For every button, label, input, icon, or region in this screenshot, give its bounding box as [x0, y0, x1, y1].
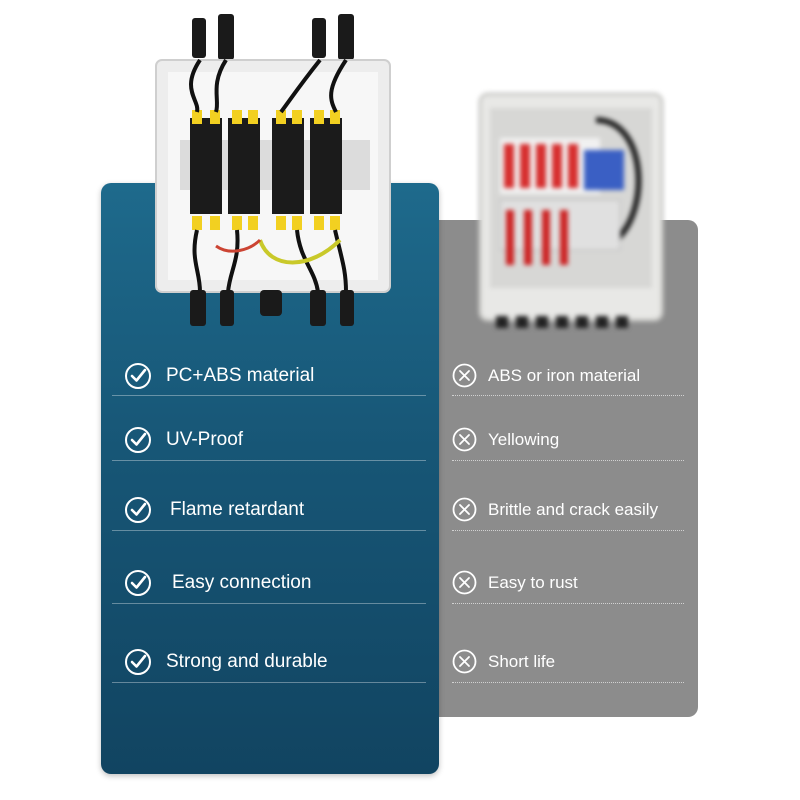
feature-label: PC+ABS material — [166, 365, 315, 386]
row-divider — [112, 682, 426, 683]
x-circle-icon — [452, 570, 477, 595]
check-circle-icon — [124, 569, 152, 597]
drawback-label: ABS or iron material — [488, 365, 641, 385]
feature-label: Easy connection — [172, 572, 312, 593]
row-divider — [452, 603, 684, 604]
feature-row: PC+ABS material — [124, 362, 314, 390]
x-circle-icon — [452, 497, 477, 522]
row-divider — [112, 603, 426, 604]
drawback-label: Yellowing — [488, 429, 560, 449]
drawback-row: Easy to rust — [452, 570, 578, 595]
row-divider — [112, 395, 426, 396]
x-circle-icon — [452, 427, 477, 452]
feature-label: Strong and durable — [166, 651, 328, 672]
row-divider — [112, 530, 426, 531]
drawback-row: Brittle and crack easily — [452, 497, 658, 522]
competitor-box-image — [478, 92, 664, 328]
drawback-label: Short life — [488, 651, 556, 671]
row-divider — [452, 530, 684, 531]
row-divider — [452, 395, 684, 396]
check-circle-icon — [124, 496, 152, 524]
check-circle-icon — [124, 648, 152, 676]
x-circle-icon — [452, 649, 477, 674]
row-divider — [112, 460, 426, 461]
feature-row: Flame retardant — [124, 496, 304, 524]
drawback-row: ABS or iron material — [452, 363, 640, 388]
feature-row: Strong and durable — [124, 648, 328, 676]
feature-label: Flame retardant — [170, 499, 305, 520]
drawback-row: Yellowing — [452, 427, 559, 452]
row-divider — [452, 682, 684, 683]
x-circle-icon — [452, 363, 477, 388]
check-circle-icon — [124, 426, 152, 454]
feature-label: UV-Proof — [166, 429, 244, 450]
drawback-row: Short life — [452, 649, 555, 674]
combiner-box-image — [155, 14, 391, 326]
drawback-label: Brittle and crack easily — [488, 499, 659, 519]
feature-row: UV-Proof — [124, 426, 243, 454]
row-divider — [452, 460, 684, 461]
drawback-label: Easy to rust — [488, 572, 578, 592]
feature-row: Easy connection — [124, 569, 311, 597]
check-circle-icon — [124, 362, 152, 390]
